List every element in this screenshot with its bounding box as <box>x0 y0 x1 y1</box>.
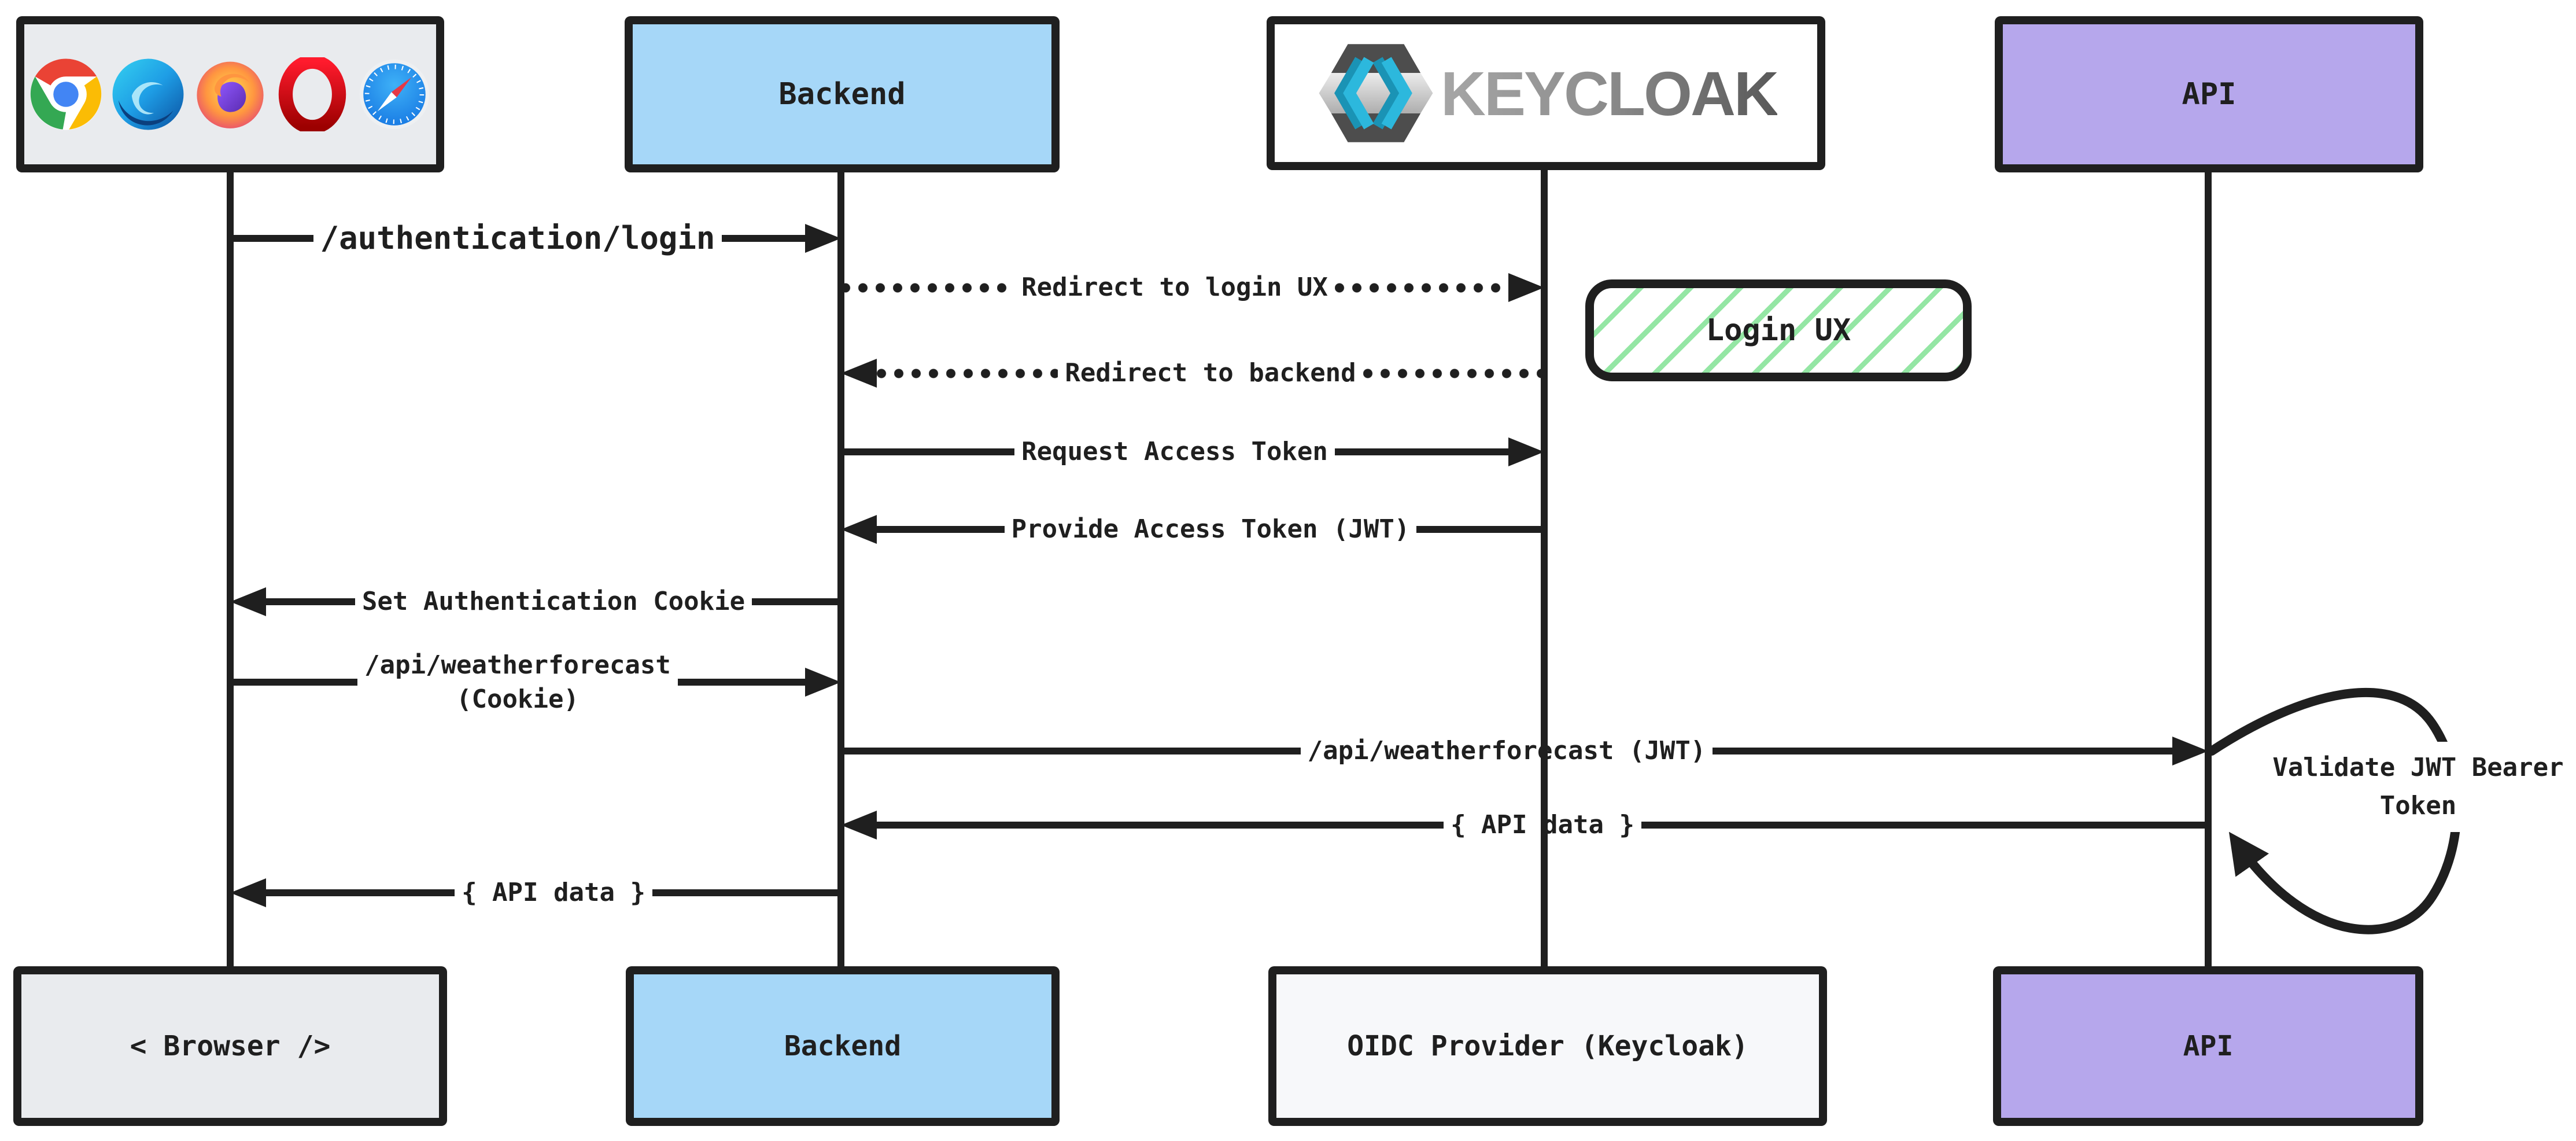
message-label: Redirect to backend <box>1065 358 1356 388</box>
message-label: { API data } <box>1451 810 1634 840</box>
participant-api-bottom-label: API <box>2183 1030 2234 1062</box>
message-weatherforecast-jwt: /api/weatherforecast (JWT) <box>841 728 2208 774</box>
participant-backend-top: Backend <box>625 16 1060 172</box>
message-api-data-to-browser: { API data } <box>230 870 842 916</box>
message-weatherforecast-cookie: /api/weatherforecast (Cookie) <box>230 636 841 728</box>
message-api-data-to-backend: { API data } <box>841 802 2209 848</box>
message-label: { API data } <box>462 878 645 908</box>
arrow-line <box>877 526 1005 533</box>
arrow-head <box>1508 273 1544 302</box>
opera-icon <box>278 57 346 131</box>
participant-browser-bottom: < Browser /> <box>13 966 447 1126</box>
message-label: Set Authentication Cookie <box>361 587 746 617</box>
participant-api-top-label: API <box>2182 77 2237 112</box>
arrow-head <box>1508 437 1544 466</box>
arrow-line <box>722 235 806 242</box>
validate-jwt-label-line2: Token <box>2379 791 2457 820</box>
keycloak-shield-icon <box>1319 44 1433 142</box>
arrow-line <box>1713 748 2172 754</box>
message-request-access-token: Request Access Token <box>841 429 1544 475</box>
login-ux-note: Login UX <box>1585 279 1972 381</box>
browser-icons <box>29 57 431 131</box>
arrow-line <box>877 368 1058 378</box>
arrow-line <box>1641 822 2209 829</box>
lifeline-keycloak <box>1541 168 1548 969</box>
message-provide-access-token: Provide Access Token (JWT) <box>841 506 1544 553</box>
participant-backend-bottom-label: Backend <box>784 1030 902 1062</box>
lifeline-api <box>2205 168 2212 969</box>
arrow-line <box>877 822 1444 829</box>
arrow-head <box>230 878 266 907</box>
participant-oidc-bottom: OIDC Provider (Keycloak) <box>1268 966 1827 1126</box>
lifeline-browser <box>227 168 234 969</box>
chrome-icon <box>30 58 102 130</box>
arrow-line <box>841 282 1015 293</box>
arrow-head <box>805 668 841 697</box>
arrow-line <box>677 679 805 686</box>
keycloak-logo: KEYCLOAK <box>1315 41 1779 146</box>
validate-jwt-label-line1: Validate JWT Bearer <box>2272 753 2564 782</box>
edge-icon <box>112 58 184 130</box>
firefox-icon <box>197 61 264 128</box>
participant-backend-top-label: Backend <box>778 77 906 112</box>
message-label: Request Access Token <box>1021 437 1328 467</box>
keycloak-logo-text: KEYCLOAK <box>1440 58 1779 128</box>
arrow-line <box>1334 448 1508 455</box>
message-label: /authentication/login <box>320 219 715 256</box>
message-label: Redirect to login UX <box>1021 273 1328 303</box>
safari-icon <box>359 59 430 130</box>
arrow-head <box>2172 737 2208 765</box>
message-redirect-to-backend: Redirect to backend <box>841 350 1545 396</box>
arrow-line <box>1363 368 1545 378</box>
participant-backend-bottom: Backend <box>626 966 1060 1126</box>
arrow-head <box>805 224 842 253</box>
message-label: Provide Access Token (JWT) <box>1011 514 1410 544</box>
message-redirect-to-login-ux: Redirect to login UX <box>841 264 1544 311</box>
arrow-line <box>1334 282 1508 293</box>
arrow-line <box>266 889 455 896</box>
arrow-head <box>841 515 877 544</box>
message-label-line2: (Cookie) <box>456 684 579 714</box>
participant-api-bottom: API <box>1993 966 2423 1126</box>
arrow-head <box>841 811 877 840</box>
arrow-line <box>652 889 842 896</box>
message-label: /api/weatherforecast (JWT) <box>1307 736 1706 766</box>
participant-browser-top <box>16 16 444 172</box>
validate-jwt-label: Validate JWT Bearer Token <box>2267 742 2569 832</box>
participant-keycloak-top: KEYCLOAK <box>1267 16 1825 170</box>
arrow-line <box>752 598 842 605</box>
arrow-line <box>266 598 355 605</box>
arrow-line <box>841 448 1015 455</box>
arrow-line <box>1416 526 1544 533</box>
arrow-head <box>841 359 877 388</box>
arrow-line <box>230 235 313 242</box>
message-label: /api/weatherforecast (Cookie) <box>357 648 678 717</box>
login-ux-note-label: Login UX <box>1706 313 1851 348</box>
participant-api-top: API <box>1995 16 2423 172</box>
participant-oidc-bottom-label: OIDC Provider (Keycloak) <box>1347 1030 1748 1062</box>
participant-browser-bottom-label: < Browser /> <box>130 1030 331 1062</box>
message-set-authentication-cookie: Set Authentication Cookie <box>230 579 842 625</box>
arrow-line <box>841 748 1301 754</box>
arrow-head <box>230 587 266 616</box>
message-label-line1: /api/weatherforecast <box>364 650 671 680</box>
arrow-line <box>230 679 358 686</box>
message-authentication-login: /authentication/login <box>230 215 842 262</box>
